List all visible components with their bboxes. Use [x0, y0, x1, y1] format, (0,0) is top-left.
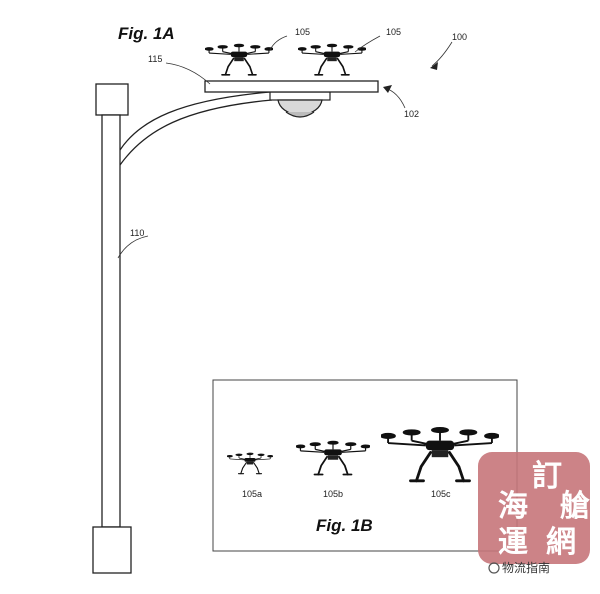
- label-105-left: 105: [295, 27, 310, 37]
- label-105-right: 105: [386, 27, 401, 37]
- drone-left: [205, 43, 273, 76]
- charging-platform: [204, 80, 379, 93]
- label-105b: 105b: [323, 489, 343, 499]
- svg-text:艙: 艙: [560, 489, 590, 524]
- lamp-dome: [269, 91, 331, 118]
- label-102: 102: [404, 109, 419, 119]
- chat-icon: [488, 562, 500, 574]
- street-light-pole: [92, 83, 273, 574]
- label-100: 100: [452, 32, 467, 42]
- label-105c: 105c: [431, 489, 451, 499]
- svg-text:海: 海: [498, 489, 528, 524]
- label-105a: 105a: [242, 489, 262, 499]
- watermark-caption: 物流指南: [488, 560, 550, 575]
- svg-text:網: 網: [546, 525, 576, 560]
- svg-text:物流指南: 物流指南: [502, 560, 550, 575]
- drone-right: [298, 43, 366, 76]
- label-115: 115: [148, 54, 162, 64]
- watermark-seal: 訂 艙 海 運 網: [478, 452, 590, 564]
- svg-text:運: 運: [498, 525, 528, 560]
- fig-1b-frame: [212, 379, 518, 552]
- label-110: 110: [130, 228, 144, 238]
- svg-text:訂: 訂: [532, 459, 562, 494]
- fig-1a-title: Fig. 1A: [118, 24, 175, 43]
- fig-1b-title: Fig. 1B: [316, 516, 373, 535]
